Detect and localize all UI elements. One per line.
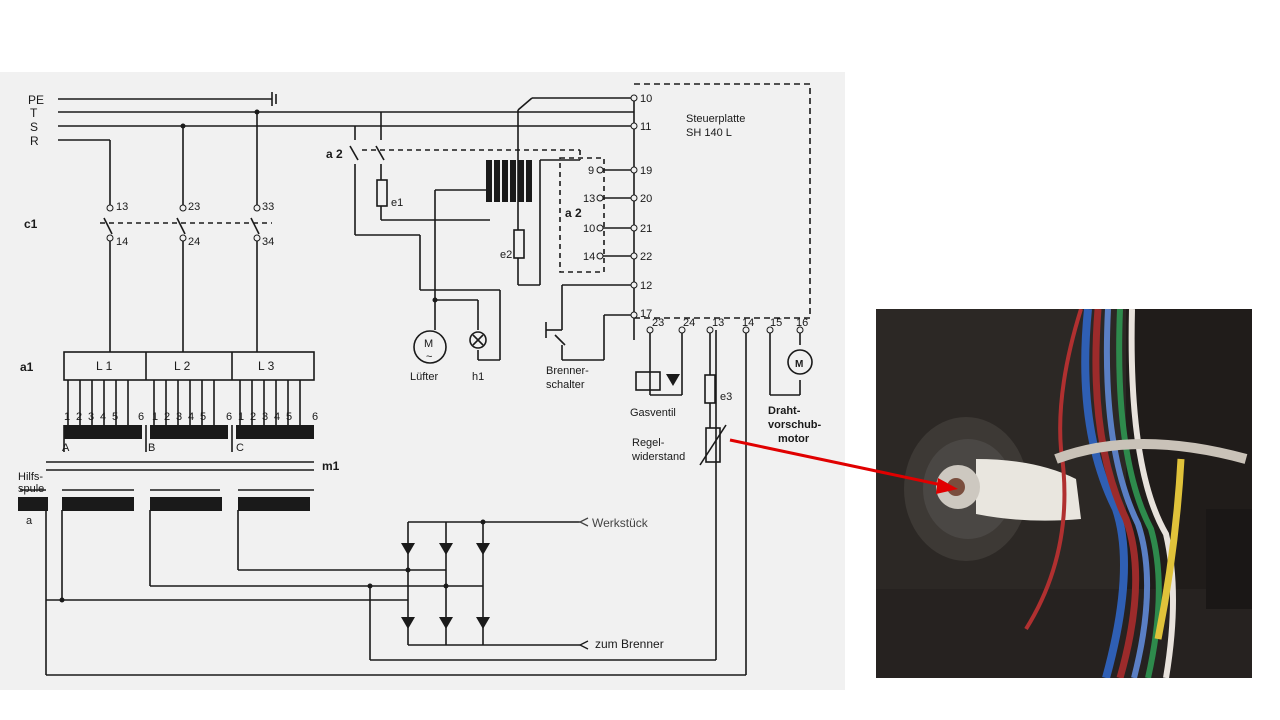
label-a2-box: a 2 bbox=[565, 206, 582, 220]
label-vorschub: vorschub- bbox=[768, 419, 822, 431]
label-widerstand: widerstand bbox=[631, 451, 685, 463]
svg-text:5: 5 bbox=[200, 411, 206, 423]
label-a-small: a bbox=[26, 515, 33, 527]
schematic-labels: PE T S R a 2 e1 e2 c1 13 14 23 24 33 34 … bbox=[18, 93, 822, 651]
svg-text:12: 12 bbox=[640, 280, 652, 292]
svg-text:4: 4 bbox=[188, 411, 194, 423]
label-hilfs: Hilfs- bbox=[18, 471, 43, 483]
svg-text:9: 9 bbox=[588, 165, 594, 177]
contact-24: 24 bbox=[188, 236, 200, 248]
label-e1: e1 bbox=[391, 197, 403, 209]
svg-text:2: 2 bbox=[164, 411, 170, 423]
label-werkstuck: Werkstück bbox=[592, 516, 649, 530]
schematic-filled bbox=[18, 109, 680, 629]
svg-text:2: 2 bbox=[76, 411, 82, 423]
label-lufter: Lüfter bbox=[410, 371, 438, 383]
svg-text:4: 4 bbox=[274, 411, 280, 423]
label-sh140l: SH 140 L bbox=[686, 127, 732, 139]
svg-text:11: 11 bbox=[640, 121, 651, 133]
svg-text:4: 4 bbox=[100, 411, 106, 423]
svg-text:6: 6 bbox=[138, 411, 144, 423]
motor-m: M bbox=[424, 338, 433, 350]
svg-text:24: 24 bbox=[683, 317, 695, 329]
contact-23: 23 bbox=[188, 201, 200, 213]
contact-13: 13 bbox=[116, 201, 128, 213]
svg-text:6: 6 bbox=[312, 411, 318, 423]
svg-text:5: 5 bbox=[112, 411, 118, 423]
svg-text:10: 10 bbox=[583, 223, 595, 235]
label-gasventil: Gasventil bbox=[630, 407, 676, 419]
svg-text:14: 14 bbox=[742, 317, 754, 329]
label-draht: Draht- bbox=[768, 405, 801, 417]
svg-text:10: 10 bbox=[640, 93, 652, 105]
label-regel: Regel- bbox=[632, 437, 665, 449]
right-terminals: 10 11 19 20 21 22 12 17 9 13 10 14 23 24 13 14 1… bbox=[583, 93, 808, 329]
label-schalter: schalter bbox=[546, 379, 585, 391]
wiring-schematic: PE T S R a 2 e1 e2 c1 13 14 23 24 33 34 … bbox=[0, 72, 845, 690]
section-c: C bbox=[236, 442, 244, 454]
svg-text:3: 3 bbox=[262, 411, 268, 423]
label-spule: spule bbox=[18, 483, 44, 495]
svg-text:17: 17 bbox=[640, 308, 652, 320]
svg-text:5: 5 bbox=[286, 411, 292, 423]
label-m1: m1 bbox=[322, 459, 340, 473]
svg-text:19: 19 bbox=[640, 165, 652, 177]
label-a2-top: a 2 bbox=[326, 147, 343, 161]
svg-text:13: 13 bbox=[712, 317, 724, 329]
section-b: B bbox=[148, 442, 155, 454]
svg-text:16: 16 bbox=[796, 317, 808, 329]
contact-33: 33 bbox=[262, 201, 274, 213]
svg-text:1: 1 bbox=[64, 411, 70, 423]
svg-text:23: 23 bbox=[652, 317, 664, 329]
svg-text:21: 21 bbox=[640, 223, 652, 235]
label-e2: e2 bbox=[500, 249, 512, 261]
line-pe: PE bbox=[28, 93, 44, 107]
label-zum-brenner: zum Brenner bbox=[595, 637, 664, 651]
schematic-wires bbox=[20, 83, 813, 676]
svg-text:2: 2 bbox=[250, 411, 256, 423]
coil-l3: L 3 bbox=[258, 359, 275, 373]
dc-motor-m: M bbox=[795, 359, 803, 370]
coil-l1: L 1 bbox=[96, 359, 113, 373]
svg-text:1: 1 bbox=[152, 411, 158, 423]
line-s: S bbox=[30, 120, 38, 134]
label-h1: h1 bbox=[472, 371, 484, 383]
svg-text:15: 15 bbox=[770, 317, 782, 329]
line-r: R bbox=[30, 134, 39, 148]
svg-text:22: 22 bbox=[640, 251, 652, 263]
schematic-paper bbox=[0, 72, 845, 690]
svg-text:1: 1 bbox=[238, 411, 244, 423]
svg-text:13: 13 bbox=[583, 193, 595, 205]
terminal-circles bbox=[106, 94, 804, 334]
svg-text:14: 14 bbox=[583, 251, 595, 263]
contact-14: 14 bbox=[116, 236, 128, 248]
label-brenner: Brenner- bbox=[546, 365, 589, 377]
motor-tilde: ~ bbox=[426, 351, 432, 363]
label-e3: e3 bbox=[720, 391, 732, 403]
label-c1: c1 bbox=[24, 217, 38, 231]
contact-34: 34 bbox=[262, 236, 274, 248]
component-photo bbox=[876, 309, 1252, 678]
svg-text:3: 3 bbox=[176, 411, 182, 423]
svg-text:6: 6 bbox=[226, 411, 232, 423]
label-steuerplatte: Steuerplatte bbox=[686, 113, 745, 125]
svg-text:3: 3 bbox=[88, 411, 94, 423]
svg-text:20: 20 bbox=[640, 193, 652, 205]
section-a: A bbox=[62, 442, 70, 454]
coil-l2: L 2 bbox=[174, 359, 191, 373]
label-a1: a1 bbox=[20, 360, 34, 374]
line-t: T bbox=[30, 106, 38, 120]
label-motor: motor bbox=[778, 433, 810, 445]
